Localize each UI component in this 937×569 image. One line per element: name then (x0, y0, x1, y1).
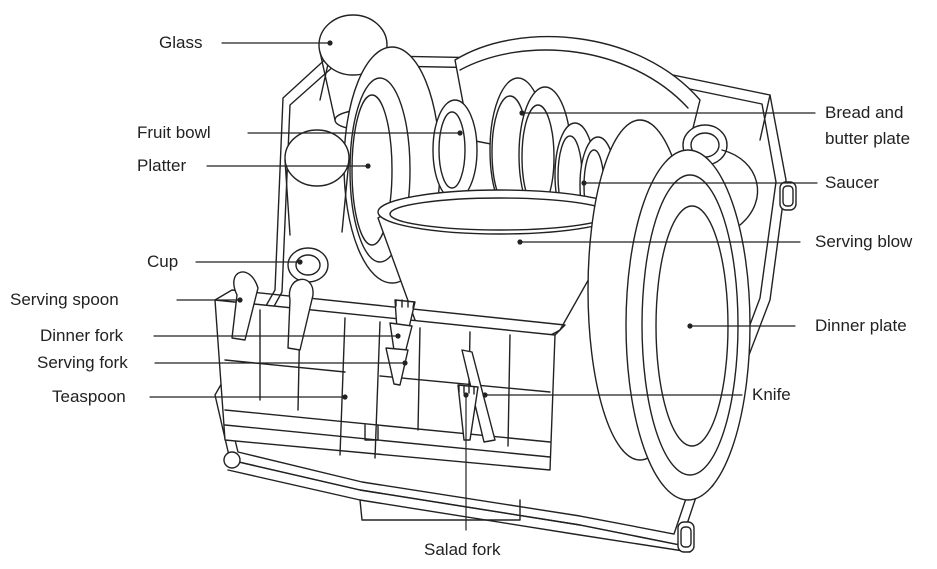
label-serving-fork: Serving fork (37, 353, 128, 372)
label-salad-fork: Salad fork (424, 540, 501, 559)
label-glass: Glass (159, 33, 203, 52)
leader-lines (149, 40, 818, 531)
label-dinner-fork: Dinner fork (40, 326, 124, 345)
fruit-bowl-shape (432, 99, 478, 201)
label-teaspoon: Teaspoon (52, 387, 126, 406)
label-bread-plate-line1: Bread and (825, 103, 904, 122)
label-knife: Knife (752, 385, 791, 404)
label-platter: Platter (137, 156, 187, 175)
label-cup: Cup (147, 252, 179, 271)
label-dinner-plate: Dinner plate (815, 316, 907, 335)
label-serving-spoon: Serving spoon (10, 290, 119, 309)
utensils-shape (231, 271, 496, 443)
label-saucer: Saucer (825, 173, 879, 192)
label-serving-blow: Serving blow (815, 232, 913, 251)
upper-cup-shape (284, 129, 350, 236)
cup-shape (287, 247, 329, 283)
label-bread-plate-line2: butter plate (825, 129, 911, 148)
label-fruit-bowl: Fruit bowl (137, 123, 211, 142)
dinner-plate-shape (587, 119, 751, 501)
